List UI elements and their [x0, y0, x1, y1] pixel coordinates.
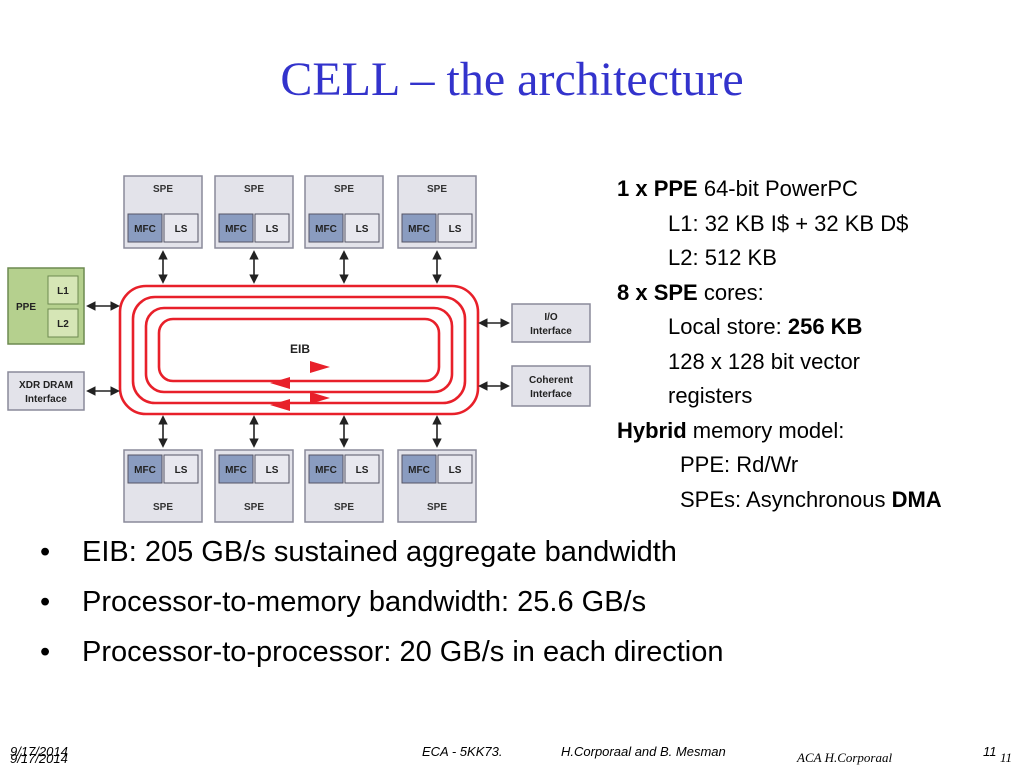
bullet-list: •EIB: 205 GB/s sustained aggregate bandw…	[40, 536, 724, 686]
footer-author-2: ACA H.Corporaal	[797, 750, 893, 765]
footer-authors: H.Corporaal and B. Mesman	[561, 744, 726, 759]
spec-local-store: Local store: 256 KB	[668, 314, 863, 339]
spec-hybrid: Hybrid memory model:	[617, 417, 845, 443]
footer-course: ECA - 5KK73.	[422, 744, 503, 759]
ppe-block: PPE L1 L2	[7, 267, 85, 345]
eib-direction-arrows	[270, 361, 330, 411]
mfc-label: MFC	[315, 465, 337, 476]
mfc-label: MFC	[225, 465, 247, 476]
spe-connectors	[158, 250, 442, 448]
spec-spe: 8 x SPE cores:	[617, 279, 764, 305]
spec-l1: L1: 32 KB I$ + 32 KB D$	[668, 210, 909, 236]
ls-label: LS	[449, 224, 462, 235]
spec-ppe-rdwr: PPE: Rd/Wr	[680, 452, 799, 477]
mfc-label: MFC	[315, 224, 337, 235]
mfc-label: MFC	[134, 224, 156, 235]
footer-date-2: 9/17/2014	[10, 751, 68, 766]
ls-label: LS	[266, 224, 279, 235]
ls-label: LS	[175, 224, 188, 235]
slide-title: CELL – the architecture	[280, 53, 744, 106]
ls-label: LS	[266, 465, 279, 476]
spec-ppe: 1 x PPE 64-bit PowerPC	[617, 176, 858, 201]
footer-date: 9/17/2014	[10, 744, 68, 759]
spe-top-3: SPE MFC LS	[304, 175, 384, 249]
l2-label: L2	[57, 319, 69, 330]
spe-bottom-3: MFC LS SPE	[304, 449, 384, 523]
svg-text:Coherent: Coherent	[529, 375, 574, 386]
spe-label: SPE	[244, 502, 264, 513]
spe-top-2: SPE MFC LS	[214, 175, 294, 249]
mfc-label: MFC	[225, 224, 247, 235]
mfc-label: MFC	[408, 465, 430, 476]
spe-bottom-2: MFC LS SPE	[214, 449, 294, 523]
svg-text:Interface: Interface	[530, 326, 572, 337]
ls-label: LS	[175, 465, 188, 476]
spe-label: SPE	[427, 184, 447, 195]
spec-vector-1: 128 x 128 bit vector	[668, 348, 861, 374]
spec-spes-async: SPEs: Asynchronous DMA	[680, 486, 942, 512]
ls-label: LS	[356, 224, 369, 235]
spe-bottom-1: MFC LS SPE	[123, 449, 203, 523]
ls-label: LS	[356, 465, 369, 476]
mfc-label: MFC	[134, 465, 156, 476]
l1-label: L1	[57, 286, 69, 297]
eib-ring-bus	[118, 284, 480, 416]
spe-label: SPE	[153, 502, 173, 513]
coherent-interface: Coherent Interface	[511, 365, 591, 407]
ls-label: LS	[449, 465, 462, 476]
spe-label: SPE	[427, 502, 447, 513]
footer-page: 11	[983, 744, 997, 759]
spe-label: SPE	[244, 184, 264, 195]
spe-top-4: SPE MFC LS	[397, 175, 477, 249]
svg-text:Interface: Interface	[25, 394, 67, 405]
mfc-label: MFC	[408, 224, 430, 235]
ppe-label: PPE	[16, 302, 36, 313]
bullet-item: •Processor-to-processor: 20 GB/s in each…	[40, 636, 724, 668]
spe-label: SPE	[334, 502, 354, 513]
footer-page-2: 11	[1000, 750, 1013, 765]
spec-l2: L2: 512 KB	[668, 245, 777, 270]
svg-text:Interface: Interface	[530, 389, 572, 400]
spec-list: 1 x PPE 64-bit PowerPC L1: 32 KB I$ + 32…	[617, 172, 942, 517]
spe-bottom-4: MFC LS SPE	[397, 449, 477, 523]
xdr-dram-interface: XDR DRAM Interface	[7, 371, 85, 411]
bullet-item: •Processor-to-memory bandwidth: 25.6 GB/…	[40, 586, 647, 618]
spe-top-1: SPE MFC LS	[123, 175, 203, 249]
spec-vector-2: registers	[668, 383, 753, 408]
svg-text:XDR DRAM: XDR DRAM	[19, 380, 73, 391]
svg-text:I/O: I/O	[544, 312, 558, 323]
eib-label: EIB	[290, 342, 310, 356]
bullet-item: •EIB: 205 GB/s sustained aggregate bandw…	[40, 536, 677, 568]
spe-label: SPE	[153, 184, 173, 195]
io-interface: I/O Interface	[511, 303, 591, 343]
spe-label: SPE	[334, 184, 354, 195]
cell-architecture-diagram: SPE MFC LS SPE MFC LS SPE MFC LS SPE MFC…	[7, 175, 591, 523]
